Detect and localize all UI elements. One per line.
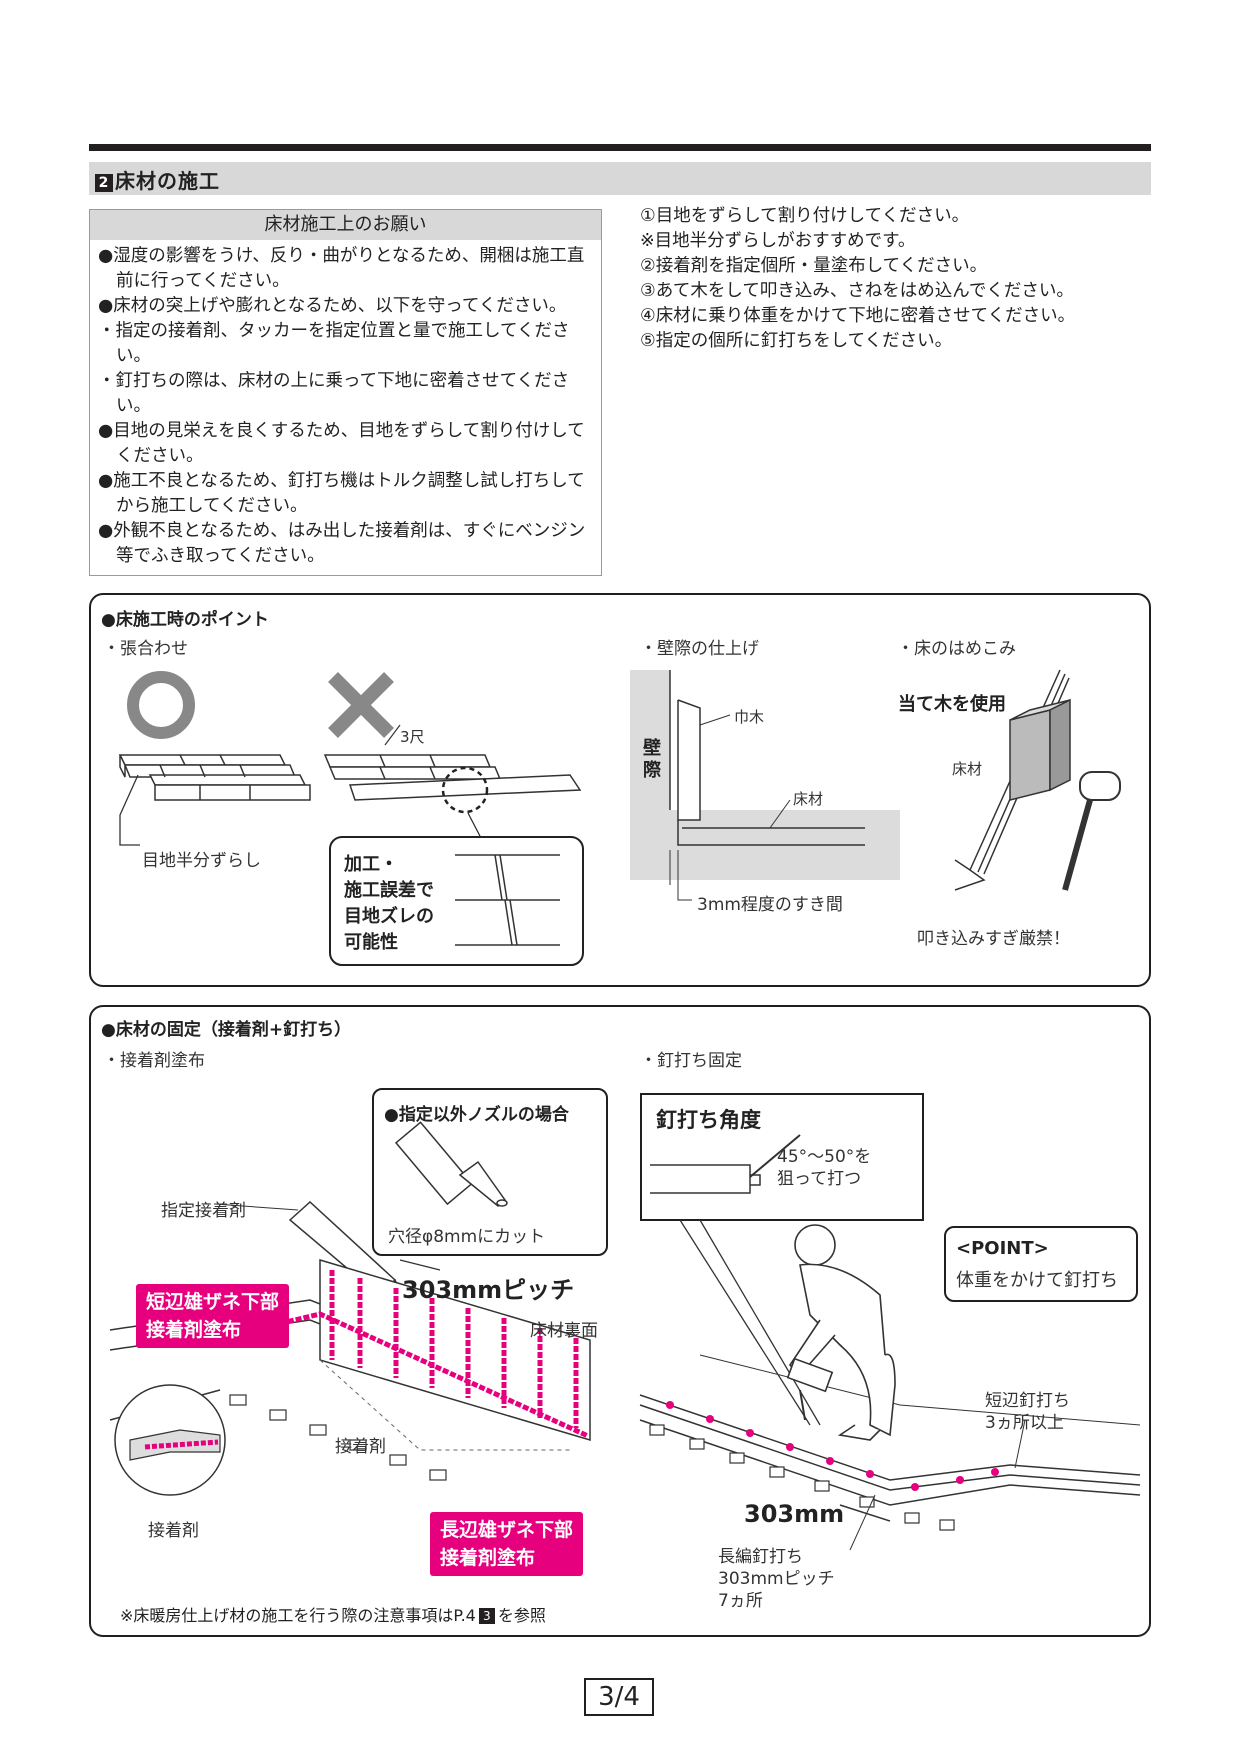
label-gap: 3mm程度のすき間	[697, 895, 843, 915]
steps-list: ①目地をずらして割り付けしてください。 ※目地半分ずらしがおすすめです。 ②接着…	[640, 204, 1075, 354]
sub-hame: ・床のはめこみ	[897, 639, 1016, 659]
ok-circle-icon	[127, 671, 195, 739]
notice-item: ●外観不良となるため、はみ出した接着剤は、すぐにベンジン等でふき取ってください。	[98, 521, 586, 566]
ng-cross-icon	[328, 672, 394, 738]
misalign-callout	[329, 836, 584, 966]
nozzle-callout	[372, 1088, 608, 1256]
label-adhesive-2: 接着剤	[148, 1521, 199, 1541]
good-boards	[118, 754, 311, 801]
panel-fixing	[89, 1005, 1151, 1637]
wall-edge-illustration	[630, 670, 900, 901]
step-item: ④床材に乗り体重をかけて下地に密着させてください。	[640, 306, 1076, 326]
nozzle-text: 穴径φ8mmにカット	[388, 1227, 546, 1247]
point-text: 体重をかけて釘打ち	[956, 1270, 1118, 1291]
nail-points	[666, 1401, 999, 1491]
section-bar	[89, 162, 1151, 195]
notice-item: ・指定の接着剤、タッカーを指定位置と量で施工してください。	[98, 321, 570, 366]
notice-item: ●床材の突上げや膨れとなるため、以下を守ってください。	[98, 296, 567, 316]
step-item: ③あて木をして叩き込み、さねをはめ込んでください。	[640, 281, 1074, 301]
label-pitch: 303mmピッチ	[402, 1276, 575, 1304]
label-atekizai: 当て木を使用	[898, 694, 1006, 715]
footnote-number: 3	[478, 1608, 495, 1624]
angle-title: 釘打ち角度	[656, 1108, 761, 1132]
label-yukazai-2: 床材	[952, 760, 983, 778]
step-item: ②接着剤を指定個所・量塗布してください。	[640, 256, 988, 276]
sub-nail: ・釘打ち固定	[640, 1051, 742, 1071]
label-kabegiwa: 壁際	[643, 738, 661, 781]
long-nail-text: 長編釘打ち 303mmピッチ 7ヵ所	[718, 1547, 835, 1611]
panel1-title: ●床施工時のポイント	[101, 610, 269, 630]
tapping-illustration	[954, 669, 1121, 891]
bad-boards	[323, 754, 582, 801]
step-item: ①目地をずらして割り付けしてください。	[640, 206, 970, 226]
nailing-illustration	[639, 1219, 1141, 1551]
top-rule	[89, 144, 1151, 151]
joint-illustration	[118, 671, 584, 966]
step-item: ⑤指定の個所に釘打ちをしてください。	[640, 331, 953, 351]
step-item: ※目地半分ずらしがおすすめです。	[640, 231, 916, 251]
point-title: <POINT>	[956, 1238, 1049, 1259]
angle-text: 45°～50°を 狙って打つ	[777, 1147, 872, 1189]
label-urazura: 床材裏面	[530, 1321, 598, 1341]
sub-kabe: ・壁際の仕上げ	[640, 639, 759, 659]
panel-floor-points	[89, 593, 1151, 987]
worker-figure	[786, 1224, 896, 1441]
hammer-icon	[1079, 771, 1121, 801]
notice-item: ●湿度の影響をうけ、反り・曲がりとなるため、開梱は施工直前に行ってください。	[98, 246, 585, 291]
sub-harai: ・張合わせ	[103, 639, 188, 659]
notice-item: ●施工不良となるため、釘打ち機はトルク調整し試し打ちしてから施工してください。	[98, 471, 585, 516]
notice-item: ●目地の見栄えを良くするため、目地をずらして割り付けしてください。	[98, 421, 585, 466]
misalign-detail	[455, 854, 560, 946]
ategi-block	[1009, 709, 1051, 801]
label-mejihanbun: 目地半分ずらし	[142, 851, 261, 871]
tag-short-adhesive: 短辺雄ザネ下部 接着剤塗布	[136, 1284, 290, 1348]
notice-box: 床材施工上のお願い ●湿度の影響をうけ、反り・曲がりとなるため、開梱は施工直前に…	[89, 209, 602, 576]
adhesive-illustration	[109, 1200, 591, 1496]
sub-adhesive: ・接着剤塗布	[103, 1051, 205, 1071]
label-shitei: 指定接着剤	[161, 1201, 246, 1221]
nozzle-title: ●指定以外ノズルの場合	[384, 1105, 569, 1125]
label-warning: 叩き込みすぎ厳禁！	[917, 929, 1070, 949]
habaki-shape	[677, 699, 701, 821]
point-callout	[944, 1226, 1138, 1302]
tag-long-adhesive: 長辺雄ザネ下部 接着剤塗布	[430, 1512, 584, 1576]
nozzle-icon	[394, 1121, 508, 1207]
page-number: 3/4	[584, 1678, 654, 1716]
short-nail-text: 短辺釘打ち 3ヵ所以上	[985, 1391, 1070, 1433]
notice-item: ・釘打ちの際は、床材の上に乗って下地に密着させてください。	[98, 371, 570, 416]
misalign-text: 加工・ 施工誤差で 目地ズレの 可能性	[344, 854, 434, 953]
label-3shaku: 3尺	[400, 728, 425, 746]
angle-callout	[640, 1093, 924, 1221]
panel2-title: ●床材の固定（接着剤+釘打ち）	[101, 1020, 352, 1040]
angle-diagram	[650, 1134, 801, 1194]
notice-heading: 床材施工上のお願い	[90, 210, 601, 240]
section-number: 2	[95, 174, 113, 192]
label-yukazai: 床材	[793, 790, 824, 808]
board-back	[319, 1258, 591, 1442]
dim-303: 303mm	[744, 1500, 845, 1528]
label-habaki: 巾木	[734, 708, 765, 726]
notice-list: ●湿度の影響をうけ、反り・曲がりとなるため、開梱は施工直前に行ってください。 ●…	[90, 240, 601, 569]
label-adhesive: 接着剤	[335, 1437, 386, 1457]
zoom-circle	[441, 766, 489, 814]
dim-arrow-303	[839, 1504, 891, 1522]
